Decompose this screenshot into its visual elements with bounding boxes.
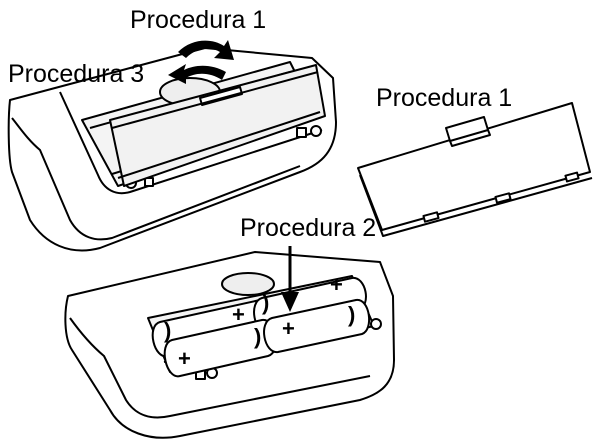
detached-battery-cover bbox=[357, 102, 593, 237]
label-procedura-1-cover: Procedura 1 bbox=[376, 84, 512, 112]
cover-plate-edge bbox=[359, 174, 593, 237]
screw-hole-top-1 bbox=[296, 127, 307, 138]
label-procedura-3: Procedura 3 bbox=[8, 60, 144, 88]
polarity-plus-2: + bbox=[330, 272, 343, 297]
device-bottom-bezel bbox=[69, 317, 371, 419]
polarity-minus-4: ) bbox=[348, 302, 355, 327]
polarity-minus-3: ) bbox=[254, 324, 261, 349]
insert-arrow bbox=[281, 246, 299, 312]
rotation-arrows bbox=[168, 40, 234, 84]
battery-cover-open bbox=[109, 64, 326, 187]
polarity-plus-3: + bbox=[178, 346, 191, 371]
cover-clip-3 bbox=[564, 171, 580, 183]
spring-contact-bottom bbox=[221, 272, 275, 296]
label-procedura-1-top: Procedura 1 bbox=[130, 6, 266, 34]
polarity-plus-4: + bbox=[282, 316, 295, 341]
device-top-bezel bbox=[11, 117, 301, 241]
cover-hinge-line bbox=[117, 111, 321, 179]
screw-hole-bottom-2 bbox=[370, 318, 382, 330]
polarity-minus-1: ) bbox=[164, 318, 171, 343]
cover-fold-line bbox=[111, 71, 319, 129]
insert-arrow-head bbox=[281, 292, 299, 312]
battery-front-right bbox=[263, 299, 371, 353]
rotate-close-arrow bbox=[168, 64, 226, 84]
screw-hole-top-2 bbox=[310, 125, 322, 137]
device-bottom bbox=[64, 251, 395, 439]
device-top-inner-edge bbox=[59, 91, 323, 195]
label-procedura-2: Procedura 2 bbox=[240, 214, 376, 242]
device-top bbox=[7, 47, 337, 252]
cover-clip-2 bbox=[494, 192, 512, 204]
polarity-plus-1: + bbox=[232, 302, 245, 327]
rotate-open-arrow bbox=[178, 40, 234, 60]
cover-clip-1 bbox=[422, 211, 440, 223]
polarity-minus-2: ) bbox=[262, 290, 269, 315]
cover-tab-edge bbox=[449, 129, 491, 147]
polarity-marks: ) + ) + + ) + ) bbox=[164, 272, 355, 371]
